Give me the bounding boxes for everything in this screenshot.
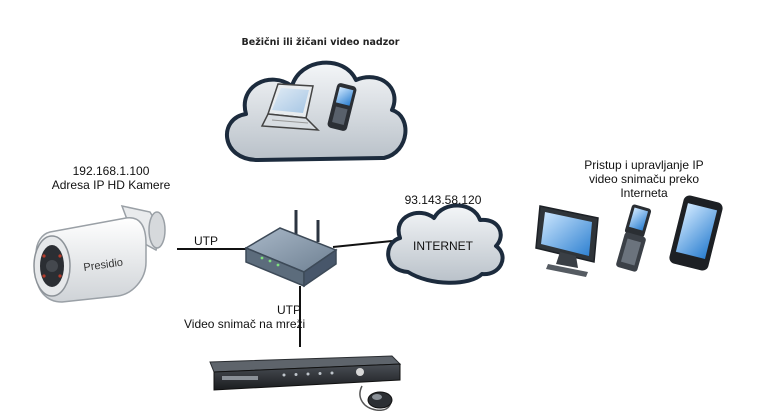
remote-access-line-3: Interneta	[620, 186, 668, 200]
flip-phone-icon	[616, 204, 652, 272]
camera-description-label: Adresa IP HD Kamere	[51, 178, 171, 192]
internet-label: INTERNET	[413, 239, 474, 253]
line-router-internet	[332, 240, 393, 248]
remote-access-line-2: video snimaču preko	[588, 172, 700, 186]
camera-brand: Presidio	[83, 257, 124, 274]
mouse-icon	[359, 385, 393, 411]
smartphone-icon	[669, 195, 723, 271]
utp-label-recorder: UTP	[277, 303, 301, 317]
monitor-icon	[535, 205, 599, 277]
laptop-icon	[260, 83, 320, 131]
internet-cloud	[386, 203, 505, 285]
camera-icon	[33, 204, 166, 303]
video-recorder-icon	[209, 355, 402, 391]
diagram-title: Bežični ili žičani video nadzor	[241, 37, 400, 48]
camera-ip-label: 192.168.1.100	[72, 164, 150, 178]
internet-ip-label: 93.143.58.120	[404, 193, 482, 207]
utp-label-camera: UTP	[194, 234, 218, 248]
router-icon	[244, 210, 338, 288]
phone-icon	[327, 83, 357, 131]
remote-access-line-1: Pristup i upravljanje IP	[584, 158, 704, 172]
recorder-label: Video snimač na mreži	[184, 317, 306, 331]
wireless-cloud	[224, 60, 408, 162]
